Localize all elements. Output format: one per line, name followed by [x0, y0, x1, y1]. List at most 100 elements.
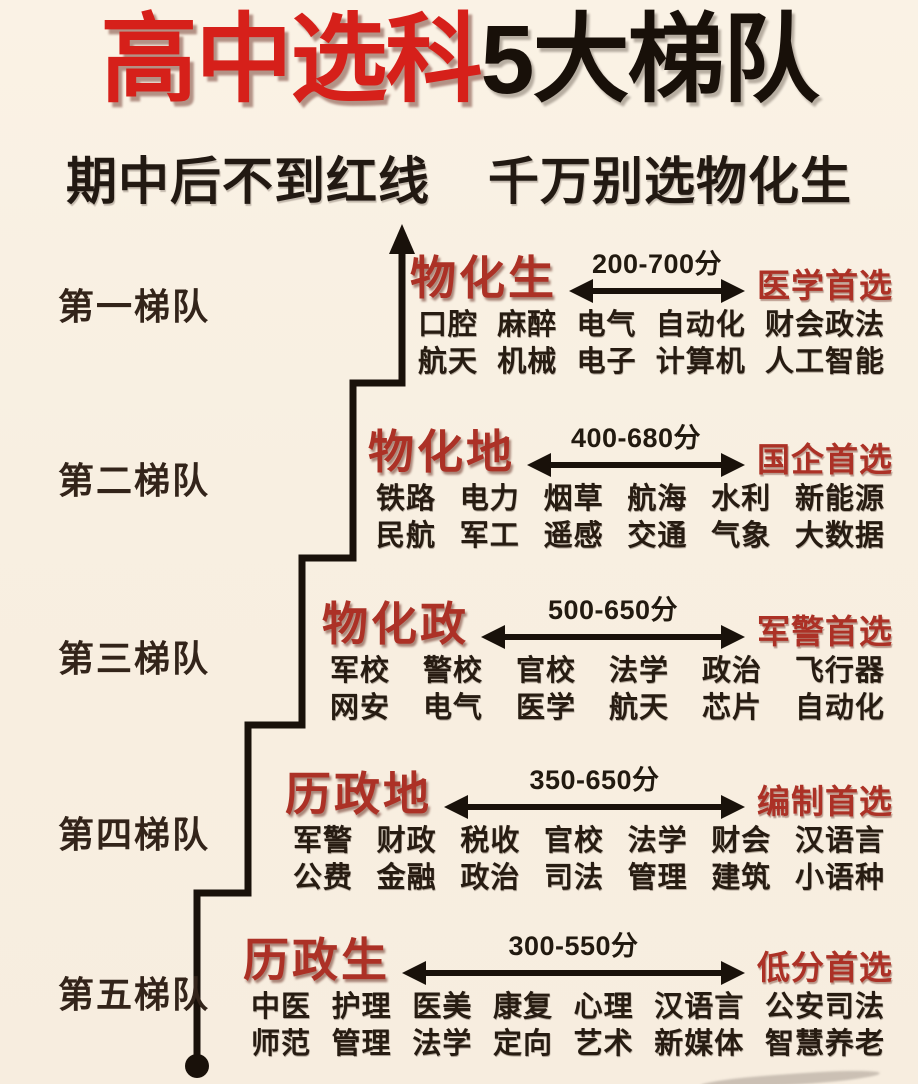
arrow-shaft — [590, 288, 724, 294]
career-word: 艺术 — [573, 1028, 634, 1060]
score-arrow-assembly: 400-680分 — [527, 420, 745, 477]
tier-rank-label-1: 第一梯队 — [58, 286, 211, 327]
career-word: 水利 — [711, 483, 772, 515]
career-word: 民航 — [376, 520, 437, 552]
tier-rank-label-5: 第五梯队 — [58, 974, 211, 1015]
career-word: 军警 — [293, 825, 354, 857]
career-word: 定向 — [492, 1028, 553, 1060]
career-word: 财政 — [376, 825, 437, 857]
stair-line — [193, 248, 406, 1056]
score-range-label: 500-650分 — [547, 595, 679, 625]
tier-head: 历政地 350-650分 编制首选 — [285, 762, 893, 820]
career-word: 电力 — [459, 483, 520, 515]
career-word: 口腔 — [418, 309, 479, 341]
career-word: 飞行器 — [794, 655, 885, 687]
arrow-shaft — [465, 804, 724, 810]
tier-section-3: 物化政 500-650分 军警首选 军校警校官校法学政治飞行器 网安电气医学航天… — [322, 592, 893, 724]
career-word: 人工智能 — [764, 346, 885, 378]
tier-rank-label-3: 第三梯队 — [58, 638, 211, 679]
score-arrow-assembly: 500-650分 — [481, 592, 745, 649]
score-range-label: 300-550分 — [508, 931, 639, 961]
career-word: 航天 — [418, 346, 479, 378]
tier-head: 历政生 300-550分 低分首选 — [243, 928, 893, 986]
arrow-shaft — [423, 970, 724, 976]
combo-name: 物化政 — [322, 598, 469, 650]
career-row: 师范管理法学定向艺术新媒体智慧养老 — [243, 1028, 893, 1060]
score-range-label: 400-680分 — [570, 423, 702, 453]
right-arrowhead-icon — [721, 625, 745, 649]
career-row: 军警财政税收官校法学财会汉语言 — [285, 825, 893, 857]
score-range-label: 200-700分 — [591, 249, 723, 279]
left-arrowhead-icon — [481, 625, 505, 649]
career-word: 遥感 — [543, 520, 604, 552]
page-title-red: 高中选科 — [100, 5, 483, 114]
tier-section-2: 物化地 400-680分 国企首选 铁路电力烟草航海水利新能源 民航军工遥感交通… — [368, 420, 893, 552]
career-word: 电子 — [576, 346, 637, 378]
double-arrow-icon — [527, 453, 745, 477]
combo-name: 历政地 — [285, 768, 432, 820]
career-word: 财会 — [711, 825, 772, 857]
left-arrowhead-icon — [527, 453, 551, 477]
career-word: 财会政法 — [764, 309, 885, 341]
career-word: 法学 — [412, 1028, 473, 1060]
combo-name: 历政生 — [243, 934, 390, 986]
career-word: 机械 — [497, 346, 558, 378]
tier-section-4: 历政地 350-650分 编制首选 军警财政税收官校法学财会汉语言 公费金融政治… — [285, 762, 893, 894]
career-word: 医学 — [515, 692, 576, 724]
career-word: 师范 — [251, 1028, 312, 1060]
tier-section-1: 物化生 200-700分 医学首选 口腔麻醉电气自动化财会政法 航天机械电子计算… — [410, 246, 893, 378]
left-arrowhead-icon — [444, 795, 468, 819]
score-range-label: 350-650分 — [529, 765, 660, 795]
career-word: 电气 — [576, 309, 637, 341]
career-word: 汉语言 — [654, 991, 745, 1023]
subtitle-right: 千万别选物化生 — [488, 153, 853, 210]
career-word: 医美 — [412, 991, 473, 1023]
score-arrow-assembly: 200-700分 — [569, 246, 745, 303]
career-word: 新能源 — [794, 483, 885, 515]
double-arrow-icon — [569, 279, 745, 303]
tier-section-5: 历政生 300-550分 低分首选 中医护理医美康复心理汉语言公安司法 师范管理… — [243, 928, 893, 1060]
career-row: 军校警校官校法学政治飞行器 — [322, 655, 893, 687]
tier-rank-label-4: 第四梯队 — [58, 814, 211, 855]
double-arrow-icon — [402, 961, 745, 985]
preference-label: 医学首选 — [757, 267, 893, 304]
double-arrow-icon — [481, 625, 745, 649]
preference-label: 国企首选 — [757, 441, 893, 478]
career-word: 汉语言 — [794, 825, 885, 857]
page-title-black: 5大梯队 — [480, 5, 820, 114]
career-row: 铁路电力烟草航海水利新能源 — [368, 483, 893, 515]
career-word: 小语种 — [794, 862, 885, 894]
career-word: 政治 — [701, 655, 762, 687]
career-row: 口腔麻醉电气自动化财会政法 — [410, 309, 893, 341]
right-arrowhead-icon — [721, 279, 745, 303]
career-row: 网安电气医学航天芯片自动化 — [322, 692, 893, 724]
career-word: 铁路 — [376, 483, 437, 515]
career-word: 金融 — [376, 862, 437, 894]
career-word: 网安 — [330, 692, 391, 724]
tier-rank-label-2: 第二梯队 — [58, 460, 211, 501]
career-word: 公费 — [293, 862, 354, 894]
score-arrow-assembly: 300-550分 — [402, 928, 745, 985]
career-word: 航天 — [608, 692, 669, 724]
career-word: 中医 — [251, 991, 312, 1023]
double-arrow-icon — [444, 795, 745, 819]
career-word: 电气 — [422, 692, 483, 724]
career-row: 中医护理医美康复心理汉语言公安司法 — [243, 991, 893, 1023]
career-word: 官校 — [543, 825, 604, 857]
career-word: 护理 — [331, 991, 392, 1023]
preference-label: 低分首选 — [757, 949, 893, 986]
career-word: 建筑 — [711, 862, 772, 894]
career-word: 航海 — [627, 483, 688, 515]
career-word: 康复 — [492, 991, 553, 1023]
career-word: 政治 — [460, 862, 521, 894]
career-row: 公费金融政治司法管理建筑小语种 — [285, 862, 893, 894]
career-word: 烟草 — [543, 483, 604, 515]
right-arrowhead-icon — [721, 453, 745, 477]
stair-start-dot — [185, 1054, 209, 1078]
career-word: 自动化 — [655, 309, 746, 341]
preference-label: 军警首选 — [757, 613, 893, 650]
tier-head: 物化生 200-700分 医学首选 — [410, 246, 893, 304]
score-arrow-assembly: 350-650分 — [444, 762, 745, 819]
